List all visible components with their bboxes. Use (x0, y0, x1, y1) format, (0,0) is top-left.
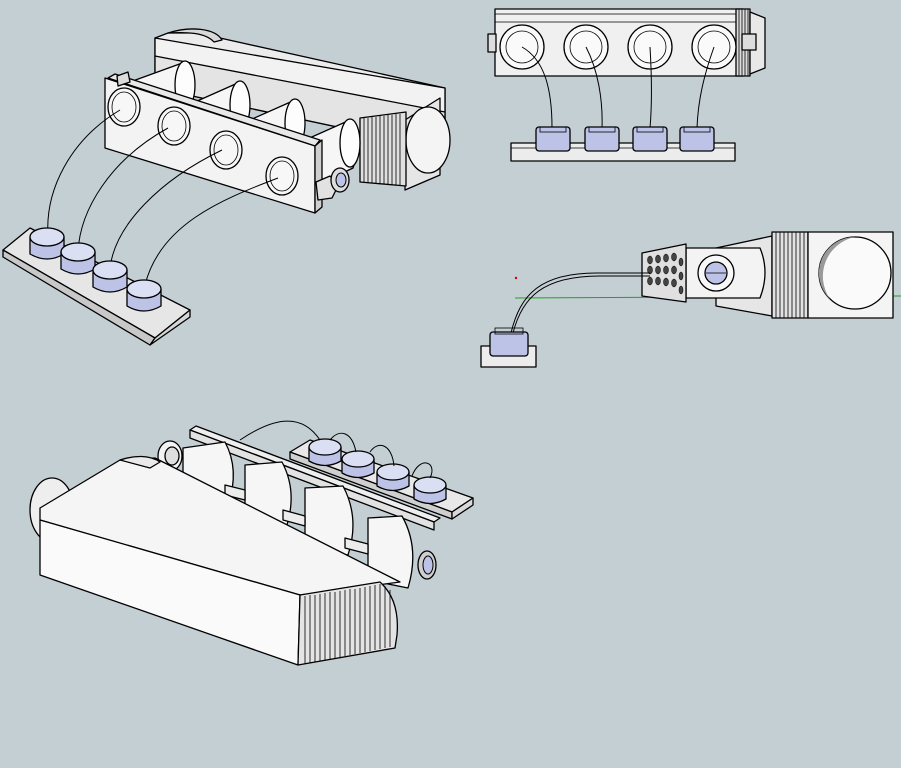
coil-side[interactable] (480, 327, 537, 368)
coil-pack[interactable] (2, 227, 191, 346)
coil-3[interactable] (376, 463, 410, 492)
coil-3[interactable] (92, 260, 128, 293)
manifold-flange[interactable] (104, 71, 323, 214)
rear-isometric-view[interactable] (29, 420, 474, 666)
coil-1[interactable] (308, 438, 342, 467)
plug-wires-top (521, 46, 715, 129)
flange-side[interactable] (641, 243, 687, 303)
plug-wires-rear (239, 420, 433, 479)
isometric-view[interactable] (2, 28, 451, 346)
flange-rear[interactable] (157, 425, 441, 580)
red-axis-dot (514, 276, 518, 280)
coil-4[interactable] (679, 126, 715, 152)
coil-4[interactable] (126, 279, 162, 312)
side-view[interactable] (480, 231, 901, 368)
ribbed-throttle-body (363, 114, 401, 186)
plug-wire-side (510, 272, 650, 334)
fuel-fitting[interactable] (315, 167, 350, 201)
coil-1[interactable] (535, 126, 571, 152)
coil-2[interactable] (60, 242, 96, 275)
coil-1[interactable] (29, 227, 65, 260)
plug-wires (47, 109, 279, 286)
coil-4[interactable] (413, 476, 447, 505)
plenum-rear[interactable] (29, 455, 401, 666)
coil-2[interactable] (341, 450, 375, 479)
top-view[interactable] (487, 8, 766, 162)
plenum-top[interactable] (487, 8, 766, 77)
coil-3[interactable] (632, 126, 668, 152)
runner-side[interactable] (685, 247, 766, 299)
ribbed-end (304, 584, 391, 664)
coil-pack-rear[interactable] (289, 438, 474, 520)
coil-pack-top[interactable] (510, 126, 736, 162)
coil-2[interactable] (584, 126, 620, 152)
